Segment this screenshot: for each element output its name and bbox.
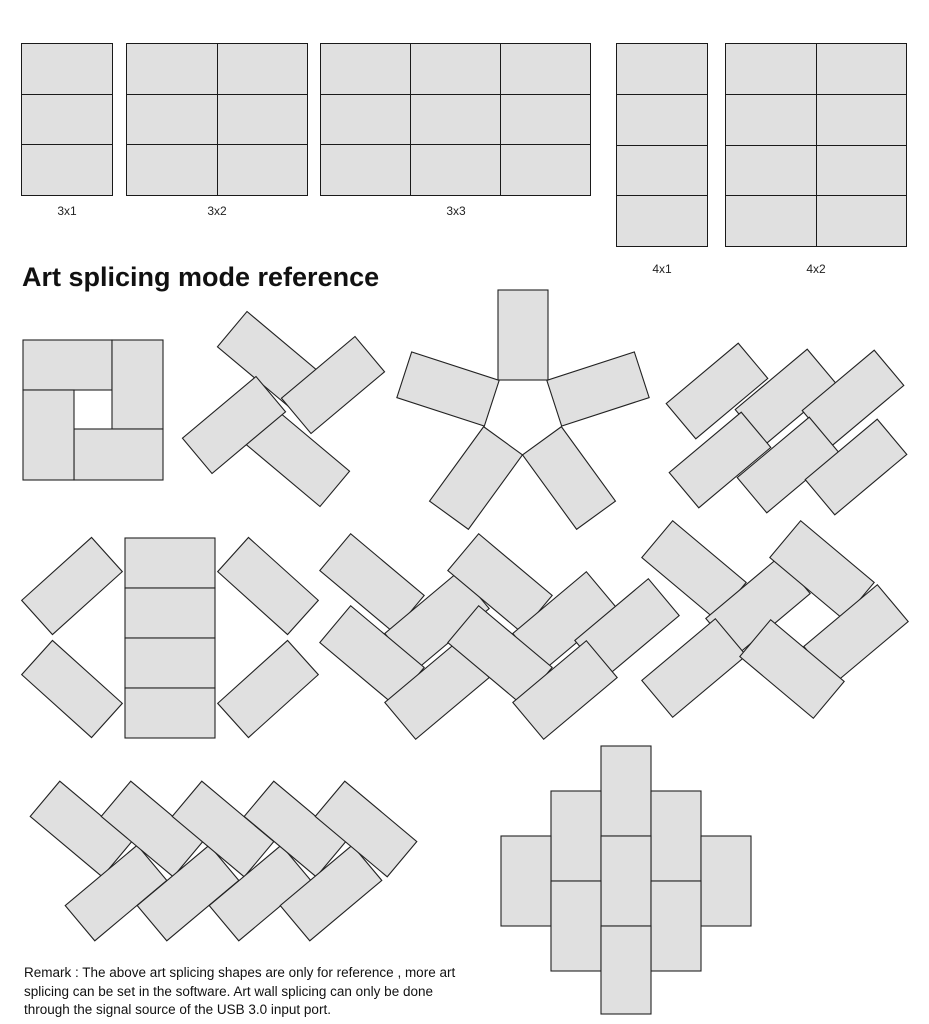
grid-cell [217, 94, 307, 145]
grid-cell [411, 94, 500, 145]
grid-cell [816, 94, 906, 145]
grid-cell [411, 145, 500, 195]
grid-4x1 [616, 43, 708, 247]
grid-cell [617, 94, 707, 145]
star-pentagon-shape [396, 289, 650, 531]
grid-cell [217, 145, 307, 195]
grid-cell [22, 145, 112, 195]
cross-diagonal-shape [181, 310, 386, 508]
grid-cell [321, 44, 410, 94]
grid-cell [816, 196, 906, 246]
grid-cell [816, 44, 906, 94]
label-4x2: 4x2 [806, 262, 826, 276]
grid-cell [617, 44, 707, 94]
label-4x1: 4x1 [652, 262, 672, 276]
label-3x2: 3x2 [207, 204, 227, 218]
grid-3x2 [126, 43, 308, 196]
herringbone-row-shape [29, 780, 418, 942]
grid-cell [22, 94, 112, 145]
grid-cell [411, 44, 500, 94]
grid-cell [127, 145, 217, 195]
label-3x1: 3x1 [57, 204, 77, 218]
grid-cell [816, 145, 906, 196]
grid-cell [127, 44, 217, 94]
page-title: Art splicing mode reference [22, 262, 380, 292]
grid-cell [22, 44, 112, 94]
diagonal-hollow-square-shape [641, 519, 909, 720]
grid-cell [726, 94, 816, 145]
grid-cell [501, 44, 590, 94]
grid-cell [127, 94, 217, 145]
grid-cell [726, 145, 816, 196]
pinwheel-square-shape [22, 339, 164, 481]
grid-cell [217, 44, 307, 94]
grid-3x1 [21, 43, 113, 196]
label-3x3: 3x3 [446, 204, 466, 218]
grid-cell [321, 94, 410, 145]
remark-text: Remark : The above art splicing shapes a… [24, 965, 456, 1017]
grid-cell [501, 145, 590, 195]
grid-cell [501, 94, 590, 145]
grid-cell [726, 196, 816, 246]
grid-cell [617, 196, 707, 246]
column-with-diagonals-shape [20, 536, 320, 739]
grid-cell [321, 145, 410, 195]
zigzag-wave-shape [319, 532, 680, 741]
diagonal-double-row-shape [665, 342, 908, 516]
diamond-stack-shape [500, 745, 752, 1015]
grid-3x3 [320, 43, 591, 196]
grid-4x2 [725, 43, 907, 247]
grid-cell [617, 145, 707, 196]
grid-cell [726, 44, 816, 94]
